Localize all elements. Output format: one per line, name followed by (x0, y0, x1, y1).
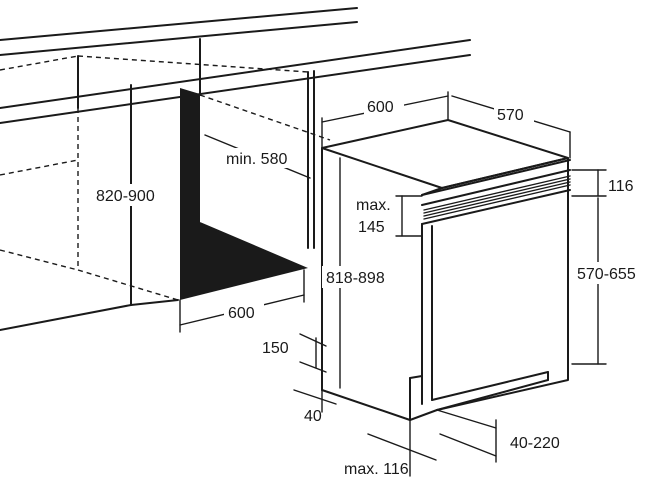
top-gap-label: 116 (608, 178, 634, 195)
plinth-depth-dimension (436, 409, 497, 463)
appliance-height-bg (322, 266, 402, 288)
plinth-max-label: max. 116 (344, 461, 409, 478)
appliance-height-label: 818-898 (326, 270, 385, 287)
plinth-gap-dimension (293, 389, 337, 413)
door-height-bg (574, 262, 656, 284)
niche-width-label: 600 (228, 305, 255, 322)
hidden-edges (0, 55, 331, 301)
appliance-width-bg (364, 96, 404, 116)
niche-depth-bg (222, 148, 304, 168)
plinth-height-dimension (299, 333, 327, 373)
panel-max-dimension (395, 195, 423, 237)
niche-width-bg (224, 302, 264, 322)
appliance-depth-label: 570 (497, 107, 524, 124)
plinth-depth-label: 40-220 (510, 435, 560, 452)
door-height-label: 570-655 (577, 266, 636, 283)
top-gap-dimension (571, 169, 607, 197)
niche-depth-label: min. 580 (226, 151, 287, 168)
appliance-width-label: 600 (367, 99, 394, 116)
niche-shading (180, 88, 308, 300)
niche-height-label: 820-900 (96, 188, 155, 205)
plinth-max-dimension (367, 419, 437, 477)
plinth-height-label: 150 (262, 340, 289, 357)
panel-max-label-2: 145 (358, 219, 385, 236)
panel-max-label-1: max. (356, 197, 391, 214)
appliance-depth-bg (494, 104, 534, 124)
plinth-gap-label: 40 (304, 408, 322, 425)
niche-height-bg (92, 184, 172, 206)
